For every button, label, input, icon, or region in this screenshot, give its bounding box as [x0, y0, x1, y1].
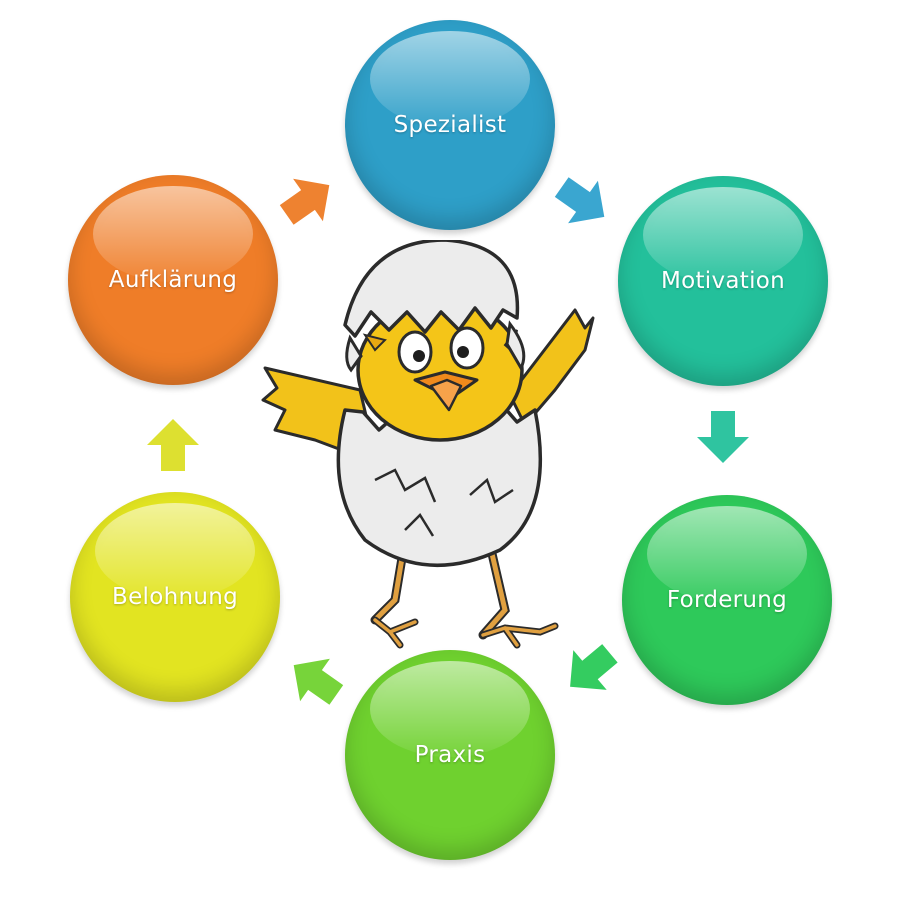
- node-motivation: Motivation: [618, 176, 828, 386]
- arrow-forderung-to-praxis-icon: [570, 644, 618, 690]
- node-label-aufklaerung: Aufklärung: [108, 267, 238, 293]
- hatching-chick-icon: [261, 240, 595, 649]
- node-belohnung: Belohnung: [70, 492, 280, 702]
- arrow-aufklaerung-to-spezialist-icon: [279, 178, 330, 225]
- arrow-belohnung-to-aufklaerung-icon: [147, 419, 199, 471]
- node-label-forderung: Forderung: [666, 587, 788, 613]
- arrow-motivation-to-forderung-icon: [697, 411, 749, 463]
- node-spezialist: Spezialist: [345, 20, 555, 230]
- node-forderung: Forderung: [622, 495, 832, 705]
- node-label-praxis: Praxis: [414, 742, 486, 768]
- arrow-spezialist-to-motivation-icon: [554, 177, 605, 224]
- arrow-praxis-to-belohnung-icon: [293, 658, 344, 705]
- node-label-belohnung: Belohnung: [112, 584, 238, 610]
- node-aufklaerung: Aufklärung: [68, 175, 278, 385]
- node-praxis: Praxis: [345, 650, 555, 860]
- node-label-spezialist: Spezialist: [393, 112, 507, 138]
- node-label-motivation: Motivation: [660, 268, 786, 294]
